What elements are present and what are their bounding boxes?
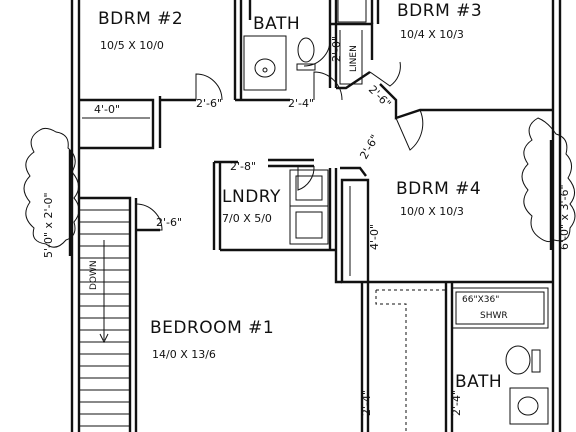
bdrm2-size: 10/5 X 10/0 — [100, 39, 164, 52]
bdrm2-name: BDRM #2 — [98, 9, 183, 29]
door-swings — [135, 39, 424, 231]
dim-linen-door: 2'-0" — [330, 36, 343, 62]
bath-bottom-name: BATH — [455, 372, 502, 392]
lndry-name: LNDRY — [222, 187, 281, 207]
dim-door-bdrm2: 2'-6" — [196, 97, 222, 110]
dim-door-bedroom1: 2'-4" — [360, 390, 373, 416]
bdrm3-name: BDRM #3 — [397, 1, 482, 21]
bedroom1-size: 14/0 X 13/6 — [152, 348, 216, 361]
shower-label: SHWR — [480, 311, 508, 321]
interior-walls: DOWN — [79, 0, 553, 432]
lndry-size: 7/0 X 5/0 — [222, 212, 272, 225]
bedroom1-name: BEDROOM #1 — [150, 318, 274, 338]
shower-size: 66"X36" — [462, 295, 499, 305]
dim-stair-door: 2'-6" — [156, 216, 182, 229]
window-right-dim: 6'-0" x 3'-6" — [558, 184, 571, 250]
linen-label: LINEN — [349, 45, 359, 72]
window-left: 5'-0" x 2'-0" — [23, 127, 80, 258]
exterior-walls — [70, 0, 562, 432]
bdrm4-name: BDRM #4 — [396, 179, 481, 199]
dim-door-bath-bottom: 2'-4" — [450, 390, 463, 416]
dim-door-bdrm4: 2'-6" — [357, 132, 381, 161]
window-right: 6'-0" x 3'-6" — [521, 117, 576, 250]
bath-top-name: BATH — [253, 14, 300, 34]
window-left-dim: 5'-0" x 2'-0" — [42, 192, 55, 258]
stairs-label: DOWN — [89, 260, 99, 290]
bdrm4-size: 10/0 X 10/3 — [400, 205, 464, 218]
dim-door-bath: 2'-4" — [288, 97, 314, 110]
dim-closet-bdrm4: 4'-0" — [368, 224, 381, 250]
bdrm3-size: 10/4 X 10/3 — [400, 28, 464, 41]
dim-door-bdrm3: 2'-6" — [366, 83, 394, 111]
dim-closet-top: 4'-0" — [94, 103, 120, 116]
dim-lndry-door: 2'-8" — [230, 160, 256, 173]
